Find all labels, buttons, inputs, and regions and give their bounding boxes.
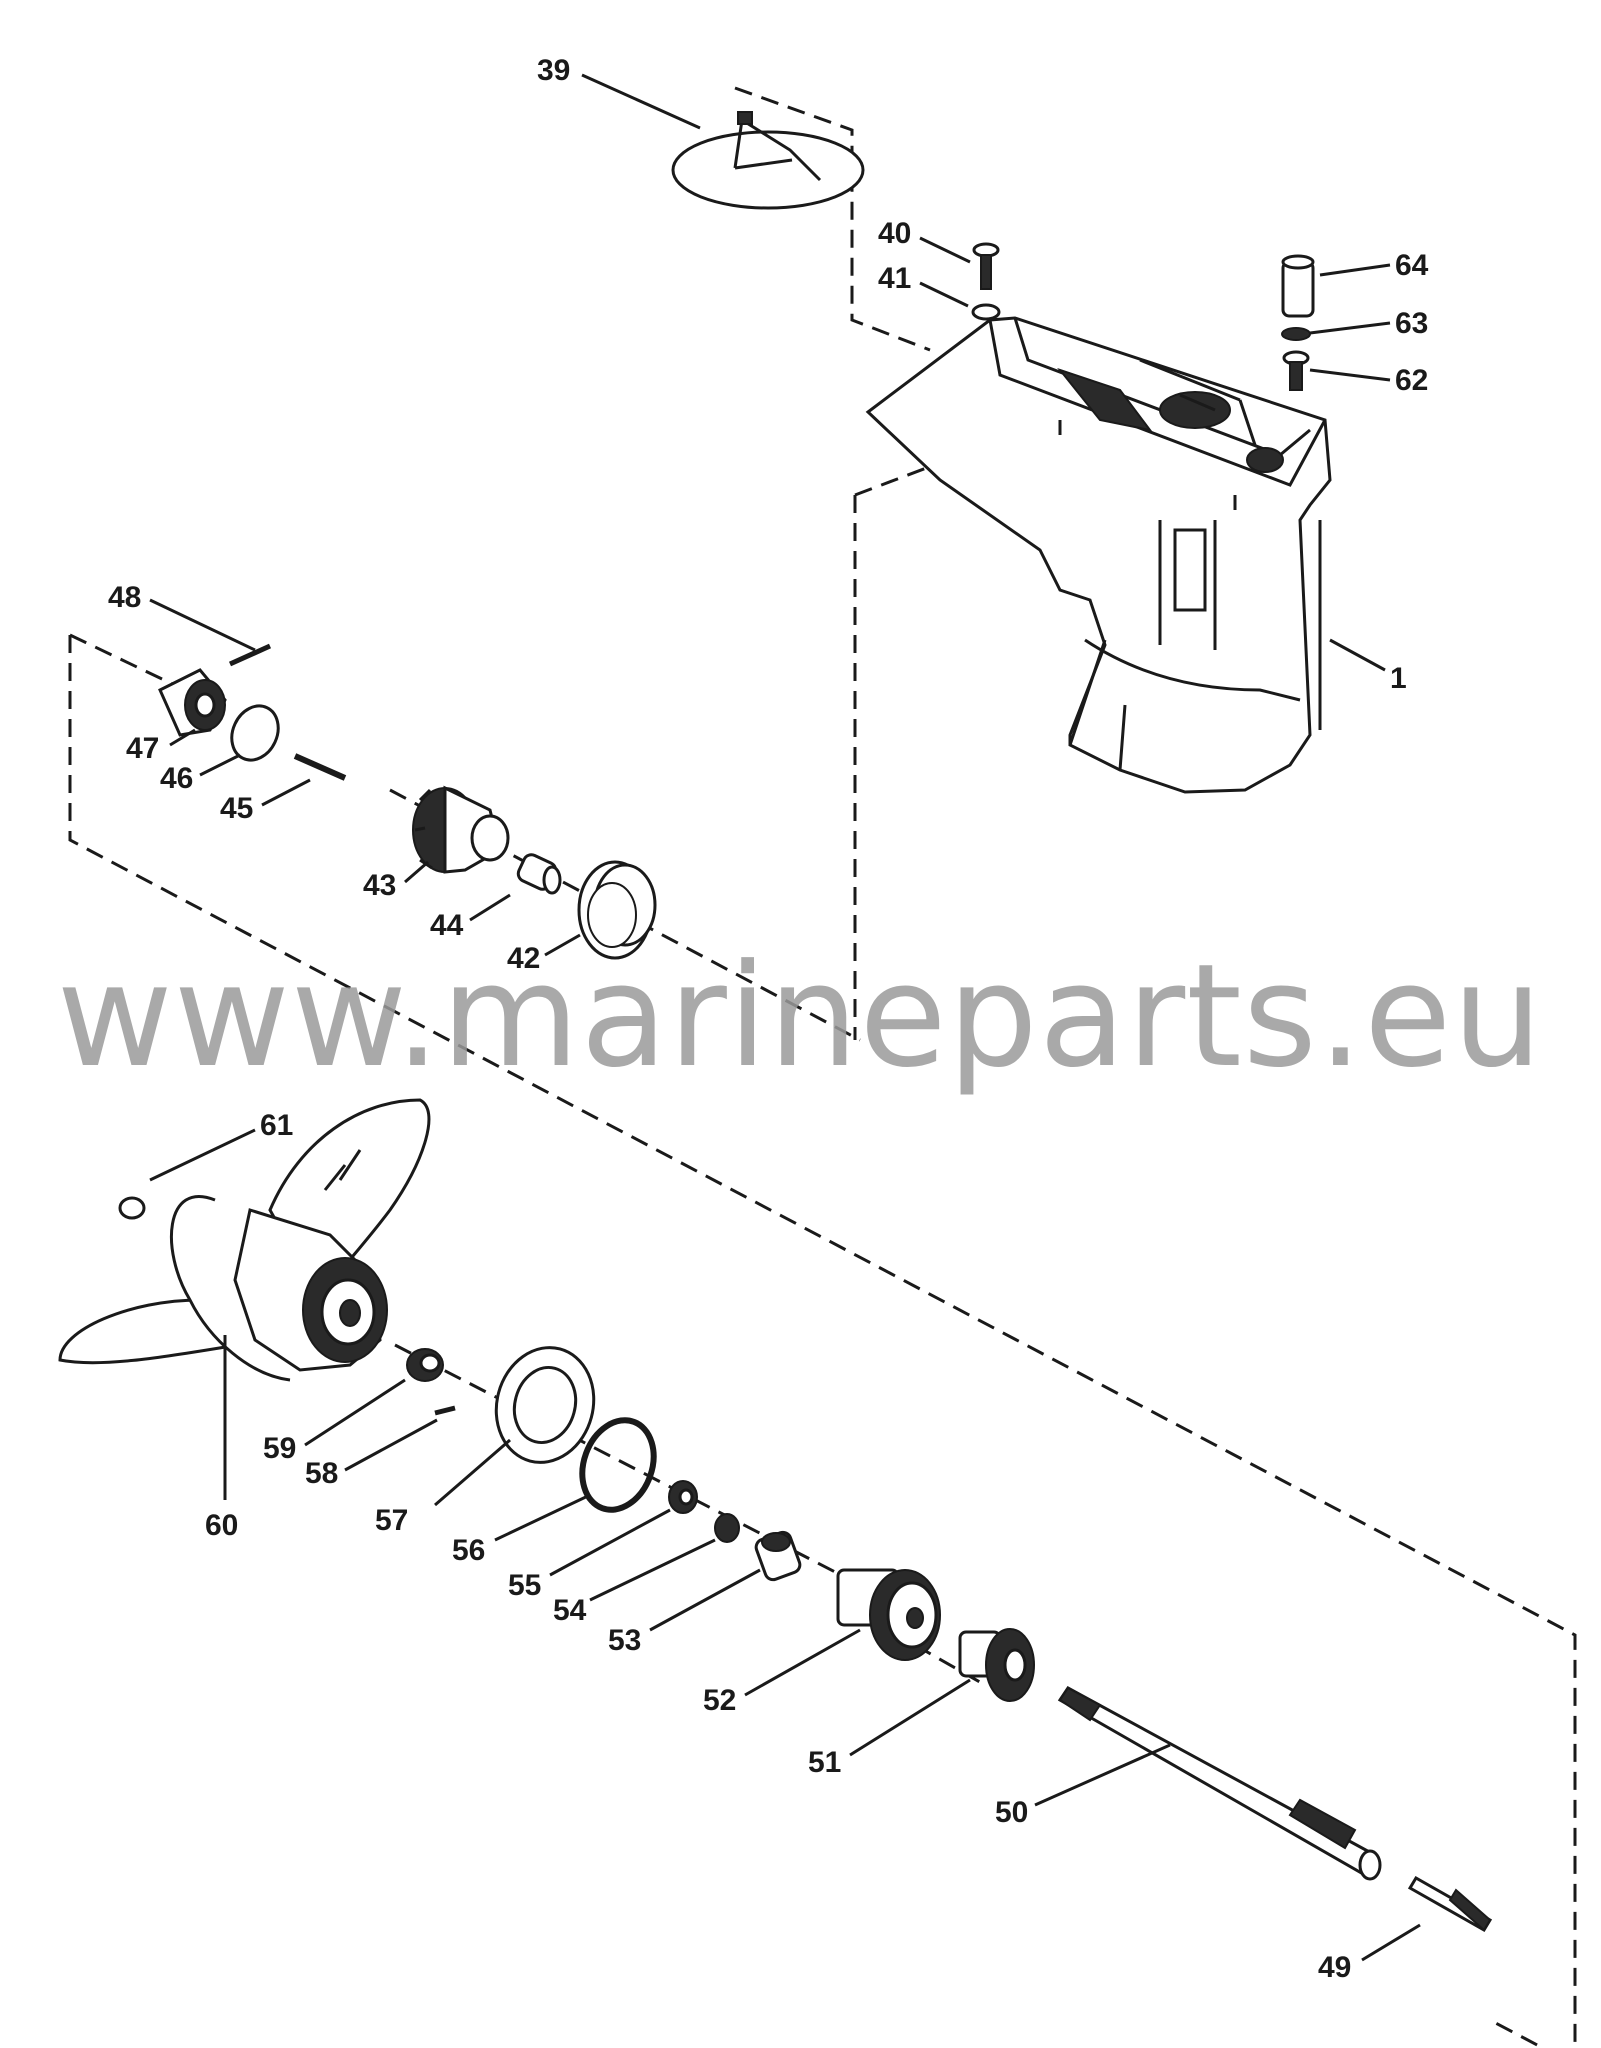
callout-59: 59 xyxy=(263,1432,296,1465)
callout-39: 39 xyxy=(537,54,570,87)
part-60-propeller xyxy=(58,1098,431,1382)
part-62-screw xyxy=(1282,350,1310,391)
callout-61: 61 xyxy=(260,1109,293,1142)
part-49-pin xyxy=(1407,1875,1493,1933)
leader-lines xyxy=(149,73,1421,1962)
part-63-washer xyxy=(1281,327,1311,341)
part-42-bearing xyxy=(577,860,657,960)
part-57-plate xyxy=(494,1346,596,1464)
part-61-nut xyxy=(118,1196,146,1220)
part-40-screw xyxy=(972,242,1000,290)
callout-43: 43 xyxy=(363,869,396,902)
callout-48: 48 xyxy=(108,581,141,614)
part-64-sleeve xyxy=(1281,254,1315,318)
callout-49: 49 xyxy=(1318,1951,1351,1984)
part-48-pin xyxy=(228,643,272,667)
callout-40: 40 xyxy=(878,217,911,250)
callout-labels: 39 40 41 64 63 62 1 48 47 46 45 43 44 42… xyxy=(108,54,1429,1984)
callout-1: 1 xyxy=(1390,662,1407,695)
part-55-seal xyxy=(668,1480,698,1514)
callout-55: 55 xyxy=(508,1569,541,1602)
part-52-gear xyxy=(836,1568,941,1661)
part-41-washer xyxy=(971,303,1001,321)
part-53-bushing xyxy=(754,1530,802,1582)
callout-46: 46 xyxy=(160,762,193,795)
part-39-anode xyxy=(671,111,865,210)
callout-47: 47 xyxy=(126,732,159,765)
part-50-shaft xyxy=(1057,1686,1382,1881)
callout-62: 62 xyxy=(1395,364,1428,397)
callout-44: 44 xyxy=(430,909,464,942)
part-44-bushing xyxy=(516,853,562,895)
callout-53: 53 xyxy=(608,1624,641,1657)
callout-58: 58 xyxy=(305,1457,338,1490)
callout-56: 56 xyxy=(452,1534,485,1567)
callout-52: 52 xyxy=(703,1684,736,1717)
callout-57: 57 xyxy=(375,1504,408,1537)
callout-64: 64 xyxy=(1395,249,1429,282)
watermark: www.marineparts.eu xyxy=(57,934,1544,1099)
part-45-pin xyxy=(293,753,347,781)
part-54-nut xyxy=(714,1513,740,1543)
part-58-pin xyxy=(434,1405,456,1416)
part-59-hub xyxy=(406,1348,444,1382)
part-43-gear xyxy=(412,785,510,874)
callout-42: 42 xyxy=(507,942,540,975)
callout-60: 60 xyxy=(205,1509,238,1542)
callout-41: 41 xyxy=(878,262,911,295)
part-56-o-ring xyxy=(579,1417,657,1513)
callout-63: 63 xyxy=(1395,307,1428,340)
callout-51: 51 xyxy=(808,1746,841,1779)
callout-50: 50 xyxy=(995,1796,1028,1829)
part-51-clutch xyxy=(958,1628,1035,1702)
part-1-gear-housing xyxy=(865,316,1332,794)
callout-54: 54 xyxy=(553,1594,587,1627)
callout-45: 45 xyxy=(220,792,253,825)
part-46-ring xyxy=(230,704,280,762)
part-47-cam xyxy=(158,668,227,737)
